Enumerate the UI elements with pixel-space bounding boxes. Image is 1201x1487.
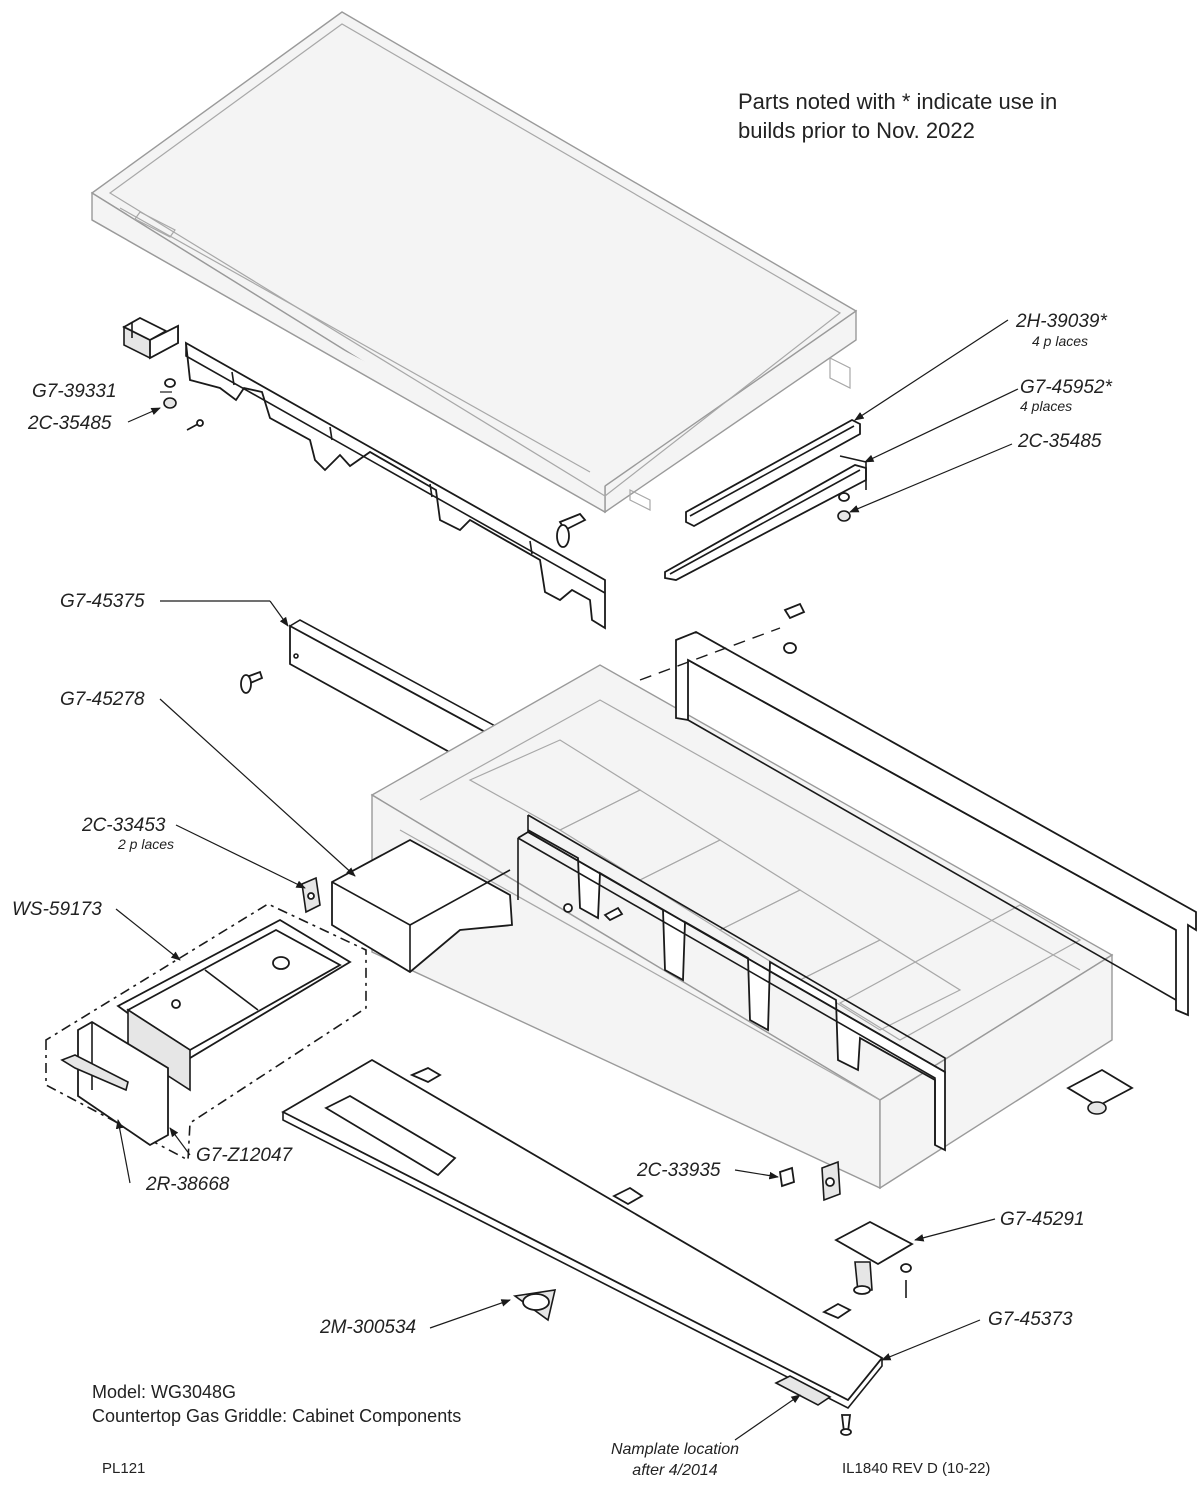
griddle-top-plate [90, 11, 858, 514]
part-g7-39331-bracket [122, 316, 179, 360]
callout-2c-35485-right: 2C-35485 [1018, 431, 1102, 452]
callout-g7-45952-qty: 4 places [1020, 398, 1073, 414]
callout-g7-45291: G7-45291 [1000, 1209, 1085, 1230]
revision-label: IL1840 REV D (10-22) [842, 1460, 991, 1477]
callout-g7-45373: G7-45373 [988, 1309, 1073, 1330]
part-front-panel [517, 814, 946, 1152]
callout-2c-35485-left: 2C-35485 [28, 413, 112, 434]
part-2c-33453-clip [301, 876, 321, 914]
callout-2r-38668: 2R-38668 [146, 1174, 230, 1195]
screws-right-top [783, 602, 806, 654]
callout-2h-39039: 2H-39039* [1016, 311, 1107, 332]
inner-screws [563, 903, 624, 922]
part-side-panel [675, 631, 1197, 1017]
callout-g7-45375: G7-45375 [60, 591, 145, 612]
rear-foot-ghost [1066, 1068, 1134, 1115]
pl-code: PL121 [102, 1460, 146, 1477]
model-label: Model: WG3048G [92, 1382, 237, 1402]
callout-g7-45952: G7-45952* [1020, 377, 1112, 398]
callout-g7-z12047: G7-Z12047 [196, 1145, 293, 1166]
bolt-front [556, 512, 587, 548]
description-label: Countertop Gas Griddle: Cabinet Componen… [92, 1406, 462, 1426]
callout-g7-39331: G7-39331 [32, 381, 117, 402]
note-line-1: Parts noted with * indicate use in [738, 89, 1058, 114]
callout-ws-59173: WS-59173 [12, 899, 102, 920]
callout-2c-33453-qty: 2 p laces [118, 836, 175, 852]
bottom-screw [840, 1414, 852, 1436]
alignment-dashed-line [639, 627, 781, 681]
part-2c-35485-right-hardware [837, 492, 851, 522]
part-g7-45373-bottom-plate [281, 1058, 884, 1410]
callout-2m-300534: 2M-300534 [320, 1317, 417, 1338]
callout-2c-33453: 2C-33453 [82, 815, 166, 836]
part-2h-39039-rail [685, 418, 861, 528]
part-2c-35485-left-hardware [163, 378, 204, 431]
part-g7-45291-foot [834, 1220, 914, 1298]
nameplate-line-1: Namplate location [610, 1441, 740, 1458]
use-note: Parts noted with * indicate use in build… [738, 88, 1057, 145]
part-ws-59173-assembly [45, 903, 367, 1162]
nameplate-note: Namplate location after 4/2014 [590, 1440, 760, 1482]
note-line-2: builds prior to Nov. 2022 [738, 117, 975, 143]
callout-2h-39039-qty: 4 p laces [1032, 333, 1089, 349]
callout-2c-33935: 2C-33935 [637, 1160, 721, 1181]
nameplate-line-2: after 4/2014 [632, 1461, 718, 1479]
leader-lines [115, 319, 1019, 1441]
part-2m-300534-pick [512, 1289, 557, 1322]
callout-g7-45278: G7-45278 [60, 689, 145, 710]
screw-left [240, 670, 264, 694]
part-2c-33935-hardware [779, 1160, 841, 1202]
part-g7-45278-tray [331, 838, 513, 974]
part-rear-panel [184, 341, 606, 630]
